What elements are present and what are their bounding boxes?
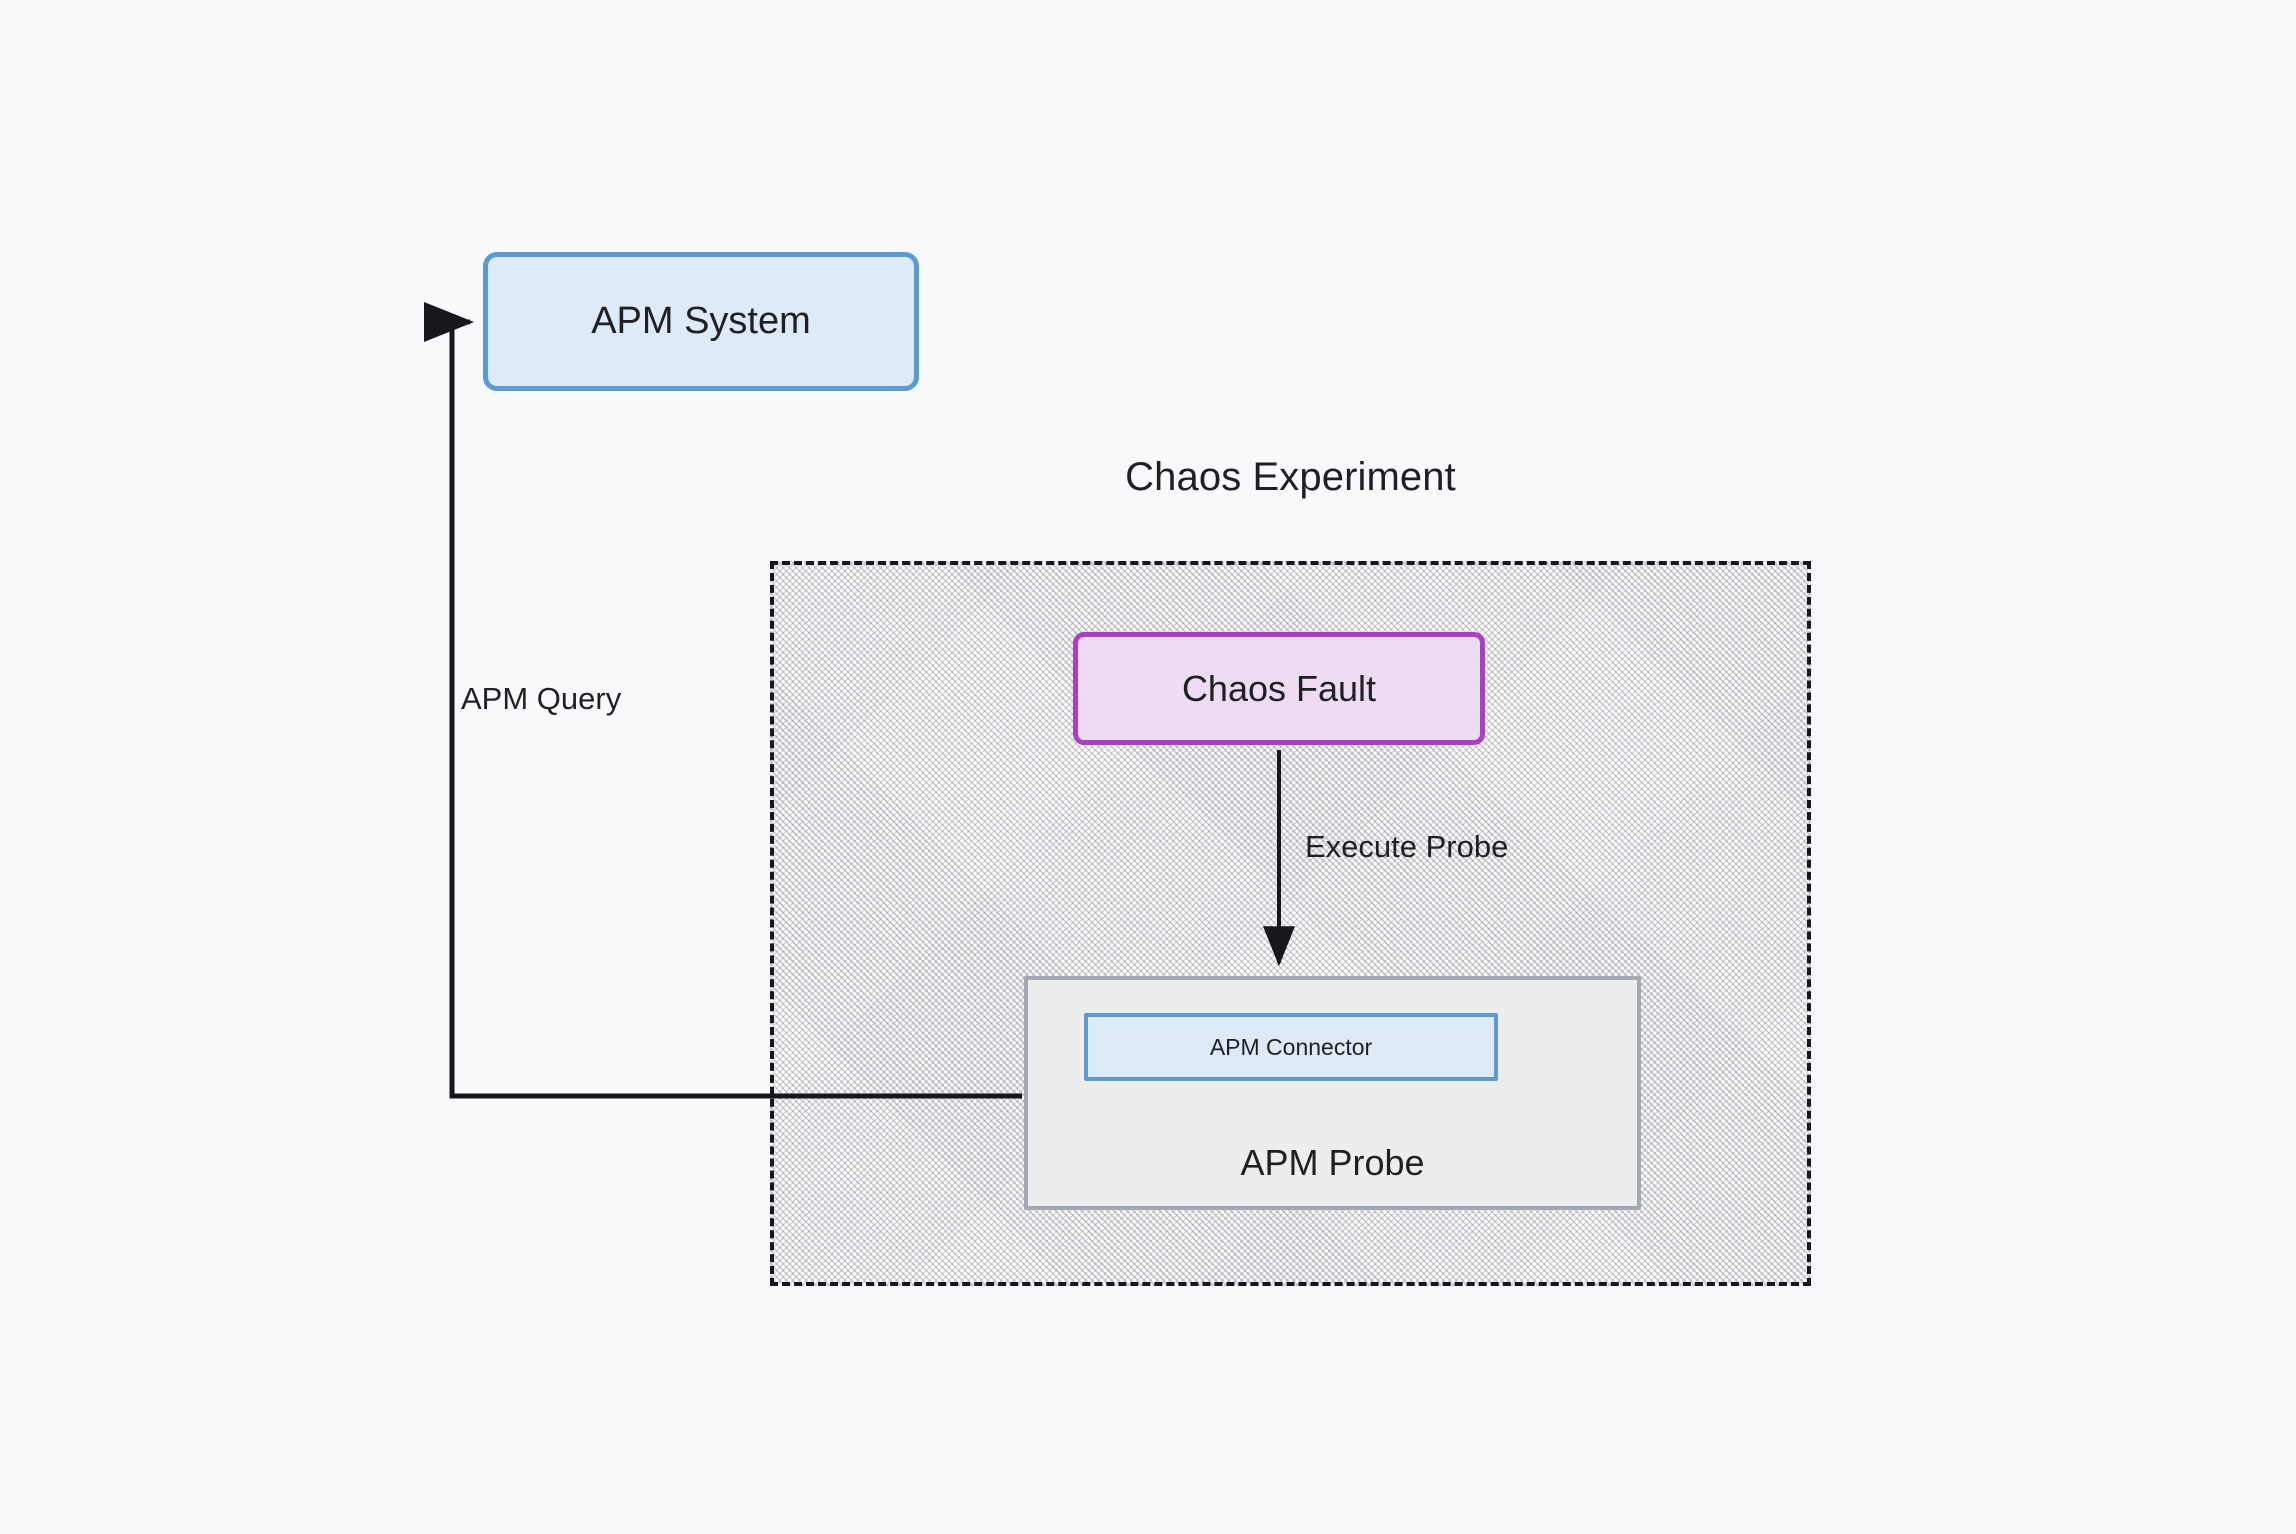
node-chaos-fault[interactable]: Chaos Fault — [1073, 632, 1485, 745]
node-apm-system[interactable]: APM System — [483, 252, 919, 391]
edge-label-execute-probe: Execute Probe — [1305, 829, 1509, 864]
cluster-title-chaos-experiment: Chaos Experiment — [1125, 455, 1456, 499]
node-apm-probe[interactable]: APM Connector APM Probe — [1024, 976, 1641, 1210]
node-apm-system-label: APM System — [591, 300, 811, 342]
node-apm-probe-label: APM Probe — [1240, 1142, 1425, 1183]
edge-label-apm-query: APM Query — [461, 681, 622, 716]
node-apm-connector-label: APM Connector — [1209, 1033, 1373, 1060]
node-chaos-fault-label: Chaos Fault — [1181, 667, 1377, 709]
node-apm-connector[interactable]: APM Connector — [1084, 1013, 1498, 1081]
